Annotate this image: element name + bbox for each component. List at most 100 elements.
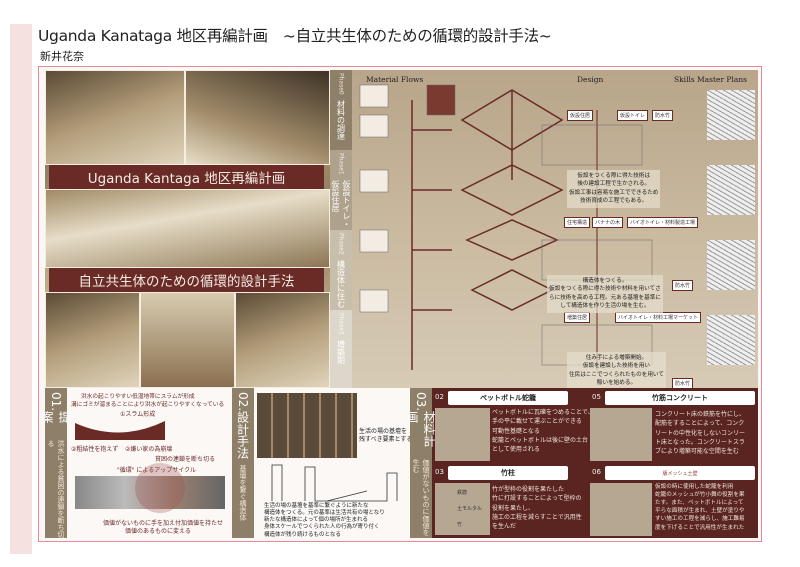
text-line: 竹に打設することによって型枠の [492, 495, 582, 503]
heading-skills: Skills [674, 75, 695, 84]
card-title: ペットボトル蛇籠 [448, 391, 568, 405]
phase-tag: Phase0 [337, 73, 345, 95]
method-body: 生活の場の基壇を基準に繋ぐように新たな構造体をつくる。元の基準は生活共有の場とな… [264, 503, 385, 539]
exploded-structure-diagram [359, 84, 653, 370]
poster-title: Uganda Kanataga 地区再編計画 ~自立共生体のための循環的設計手法… [38, 27, 552, 45]
text-line: ブにより増築可能な空間を生む [655, 448, 739, 456]
section-subtitle: 価値がないものに価値を生む [412, 458, 430, 536]
bamboo-concrete-diagram [590, 408, 652, 461]
legend-label: 鉄筋 [457, 490, 468, 496]
heading-design: Design [577, 75, 604, 84]
phase3-note: 住み手による増築開始。 仮設を建設した技術を用い 住民はここでつくられたものを用… [567, 352, 666, 388]
phase-1: Phase1 仮設トイレ・仮設住居 [330, 150, 352, 230]
photo-grid [257, 393, 357, 458]
label: 防水竹 [672, 378, 694, 388]
card-number: 06 [592, 468, 601, 476]
section-number: 01. [49, 392, 63, 412]
text-line: 平らな面積が生まれ、土壁が塗りや [655, 508, 745, 515]
legend-label: 竹 [457, 522, 463, 528]
section-tab: 01.提案洪水による貧困の連鎖を断ち切る [40, 388, 71, 538]
text-line: 溝にゴミが溜まることにより洪水が起こりやすくなっている [71, 402, 225, 408]
section-01-proposal: 01.提案洪水による貧困の連鎖を断ち切る 洪水の起こりやすい低湿地帯にスラムが形… [40, 388, 232, 538]
phase-tag: Phase1 [337, 153, 345, 175]
section-title: 提案 [40, 411, 71, 424]
card-title: 版メッシュ土壁 [605, 466, 755, 480]
text-line: 竹が型枠の役割を果たした [492, 486, 565, 493]
step-label: ②嫌い家の為崩壊 [125, 446, 173, 453]
label: 仮設トイレ [617, 110, 649, 121]
arrow-text: 生活の場の基壇を [359, 428, 408, 435]
pet-bottle-image [435, 408, 490, 461]
phase-label: 仮設トイレ・仮設住居 [331, 179, 351, 228]
section-subtitle: 基壇を繋ぐ構造体 [239, 465, 247, 522]
text-line: 仮設の時に使用した蛇籠を利用 [655, 484, 734, 490]
phase1-note: 仮設をつくる際に得た技術は 後の建設工程で生かされる。 仮設工事は容易な施工でで… [567, 170, 661, 208]
bamboo-column-diagram: 鉄筋 土モルタル 竹 [435, 483, 490, 535]
mesh-wall-diagram [590, 483, 652, 536]
section-title: 設計手法 [235, 411, 250, 460]
label: バナナの木 [592, 217, 624, 228]
text-line: 構造体が残り続けるものとなる [264, 531, 341, 538]
phase2-note: 構造体をつくる。 仮設をつくる際に得た技術や材料を用いてさ らに技術を高める工程… [547, 275, 663, 313]
phase-tag: Phase3 [337, 313, 345, 335]
side-strip [10, 24, 32, 554]
section-subtitle: 洪水による貧困の連鎖を断ち切る [47, 439, 65, 538]
phase-label: 増築期 [336, 339, 346, 364]
text-line: 配筋をすることによって、コンク [655, 420, 745, 428]
step-label: ②粗結性を抱えず [71, 446, 119, 453]
photo [45, 292, 140, 388]
section-sketch [271, 464, 398, 502]
banner-title: Uganda Kantaga 地区再編計画 [49, 165, 324, 189]
text-line: 生活の場の基壇を基準に繋ぐように新たな [264, 503, 369, 509]
label: バイオトイレ・材料製造工場 [627, 217, 699, 228]
text-line: 施工の工程を減らすことで汎用性 [492, 513, 582, 521]
cut-chain-text: 貧困の連鎖を断ち切る [155, 456, 216, 463]
section-title: 材料計画 [405, 411, 436, 448]
text-line: 可動性基礎となる [492, 427, 540, 435]
step-label: ①スラム形成 [120, 411, 156, 418]
text-line: ペットボトルに瓦礫をつめることで、 [492, 409, 594, 416]
section-02-design-method: 02.設計手法基壇を繋ぐ構造体 生活の場の基壇を 残すべき要素とする 生活の場の… [232, 388, 412, 539]
text-line: 身体スケールでつくられた人の行為が寄り付く [264, 524, 380, 531]
banner-subtitle: 自立共生体のための循環的設計手法 [49, 268, 324, 292]
photo [235, 292, 330, 388]
text-line: 新たな構造体によって個の場所が生まれる [264, 517, 369, 524]
master-plan-map [707, 90, 755, 140]
highlight-circle [135, 463, 185, 513]
card-number: 03 [435, 468, 444, 476]
text-line: コンクリート床の鉄筋を竹にし、 [655, 411, 746, 418]
text-line: 度を下げることで汎用性が生まれた [655, 524, 745, 531]
master-plan-map [707, 315, 755, 365]
text-line: 洪水の起こりやすい低湿地帯にスラムが形成 [81, 394, 195, 400]
card-text: 仮設の時に使用した蛇籠を利用蛇籠のメッシュが竹小舞の役割を果たす。また、ペットボ… [655, 483, 745, 532]
text-line: たす。また、ペットボトルによって [655, 500, 744, 507]
author-name: 新井花奈 [40, 50, 84, 63]
card-text: ペットボトルに瓦礫をつめることで、手の平に載せて運ぶことができる可動性基礎となる… [492, 408, 594, 454]
heading-master-plans: Master Plans [697, 75, 748, 84]
text-line: 手の平に載せて運ぶことができる [492, 418, 582, 426]
text-line: 役割を果たし、 [492, 504, 535, 512]
text-line: リートの中性化をしないコンリー [655, 429, 746, 437]
design-panel: Material Flows Design Skills Master Plan… [352, 70, 758, 388]
label: 防水竹 [672, 280, 694, 291]
section-tab: 02.設計手法基壇を繋ぐ構造体 [232, 388, 254, 538]
footer-text: 価値のあるものに変える [125, 528, 191, 535]
model-photo [45, 189, 330, 268]
label: バイオトイレ・材料工場マーケット [615, 312, 702, 323]
photo [140, 292, 235, 388]
text-line: すい施工の工程を減らし、施工難易 [655, 516, 745, 523]
section-tab: 03.材料計画価値がないものに価値を生む [405, 388, 436, 538]
master-plan-map [707, 240, 755, 290]
photo [45, 70, 185, 165]
label: 仮設住居 [567, 110, 594, 121]
phase-0: Phase0 材料の調達 [330, 70, 352, 150]
heading-material-flows: Material Flows [366, 75, 424, 84]
card-text: コンクリート床の鉄筋を竹にし、配筋をすることによって、コンクリートの中性化をしな… [655, 410, 745, 456]
card-number: 05 [592, 393, 601, 401]
text-line: 蛇籠とペットボトルは後に壁の土台 [492, 436, 589, 444]
phase-label: 材料の調達 [336, 99, 346, 140]
text-line: を生んだ [492, 523, 517, 531]
section-number: 02. [236, 392, 250, 412]
section-number: 03. [414, 392, 428, 412]
